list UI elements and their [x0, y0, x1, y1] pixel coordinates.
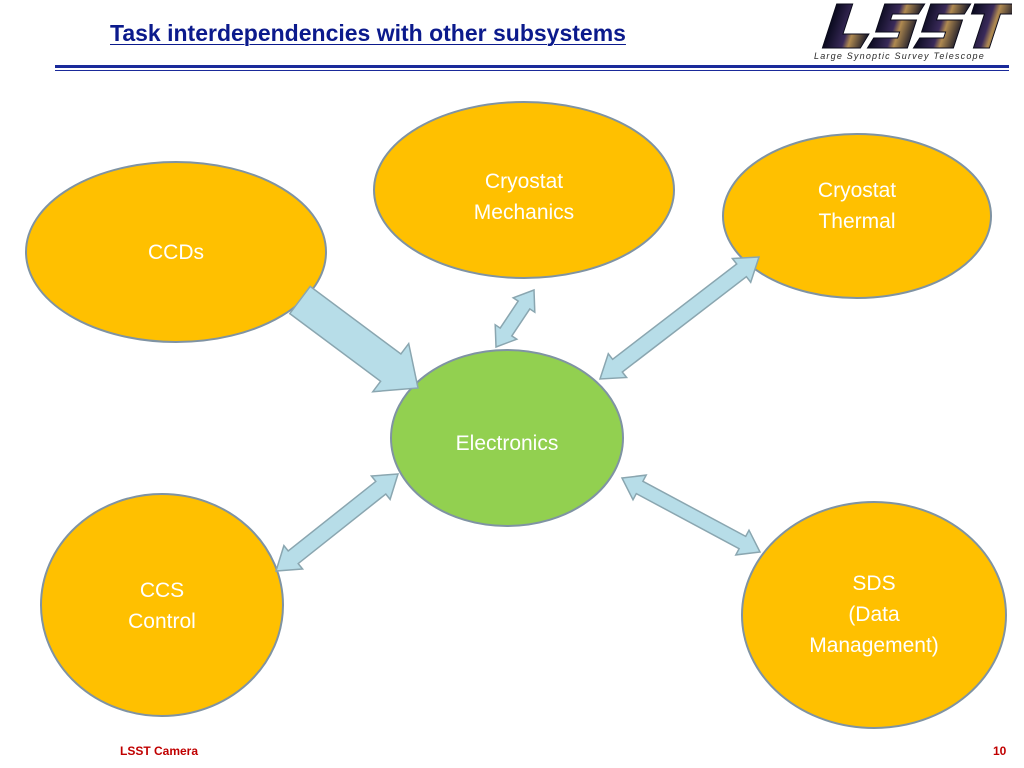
node-label-electronics: Electronics — [427, 428, 587, 459]
footer-title: LSST Camera — [120, 744, 199, 758]
page-number: 10 — [993, 744, 1007, 758]
title-rule-thick — [55, 65, 1009, 68]
node-cryostat-mechanics-shape — [373, 101, 675, 279]
node-cryostat-thermal-line-1: Cryostat — [817, 179, 897, 202]
node-sds-line-2: (Data — [848, 603, 900, 626]
node-ccds-line-1: CCDs — [148, 241, 204, 264]
node-ccs-control-shape — [40, 493, 284, 717]
node-label-cryostat-thermal: Cryostat Thermal — [777, 175, 937, 237]
node-electronics-shape — [390, 349, 624, 527]
title-rule-thin — [55, 70, 1009, 71]
node-ccs-control-line-1: CCS — [139, 579, 185, 602]
node-cryostat-thermal-line-2: Thermal — [818, 210, 896, 233]
logo-subtitle: Large Synoptic Survey Telescope — [814, 51, 985, 61]
arrows-layer — [274, 256, 762, 572]
arrow-cryostat-thermal-electronics — [598, 256, 761, 380]
node-cryostat-mechanics-line-1: Cryostat — [484, 170, 564, 193]
node-sds-shape — [741, 501, 1007, 729]
node-sds-line-1: SDS — [852, 572, 896, 595]
node-label-ccds: CCDs — [116, 237, 236, 268]
node-cryostat-thermal-shape — [722, 133, 992, 299]
slide-title: Task interdependencies with other subsys… — [110, 20, 626, 46]
lsst-logo — [812, 0, 1020, 62]
node-label-ccs-control: CCS Control — [102, 575, 222, 637]
arrow-sds-electronics — [620, 474, 762, 556]
node-label-cryostat-mechanics: Cryostat Mechanics — [444, 166, 604, 228]
arrow-ccds-to-electronics — [288, 285, 419, 393]
arrow-ccs-control-electronics — [274, 473, 400, 572]
node-cryostat-mechanics-line-2: Mechanics — [473, 201, 575, 224]
center-line-1: Electronics — [455, 432, 559, 455]
node-ccs-control-line-2: Control — [128, 610, 196, 633]
node-label-sds: SDS (Data Management) — [784, 568, 964, 661]
arrow-cryostat-mechanics-electronics — [494, 288, 536, 349]
node-sds-line-3: Management) — [809, 634, 939, 657]
node-ccds-shape — [25, 161, 327, 343]
